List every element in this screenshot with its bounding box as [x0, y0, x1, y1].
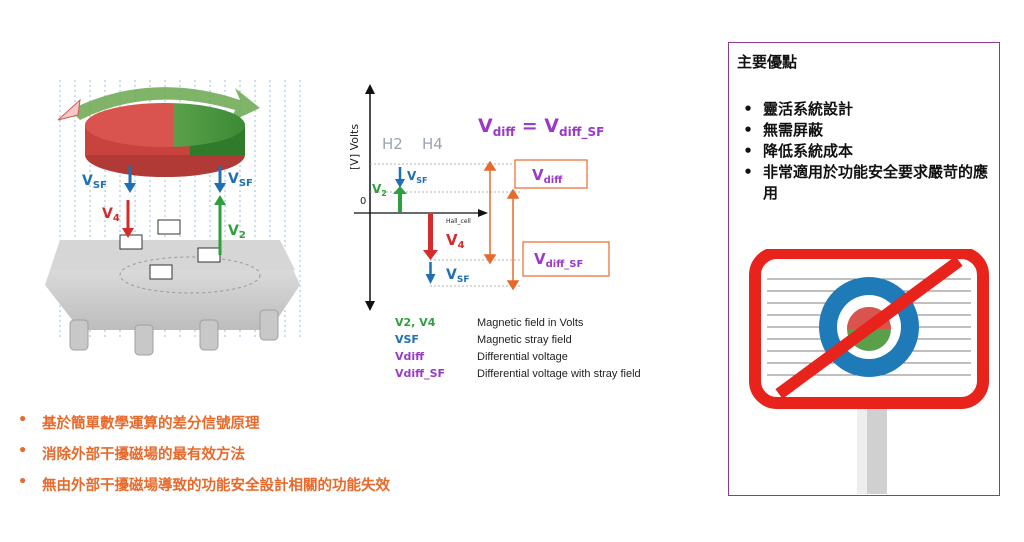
hall-label: Hall_cell [446, 218, 471, 225]
legend-row: Vdiff_SF Differential voltage with stray … [395, 365, 695, 382]
voltage-diagram: Vdiff = Vdiff_SF [V] Volts 0 Hall_cell H… [348, 84, 610, 311]
sensor-v4: V4 [102, 206, 120, 224]
panel-title: 主要優點 [737, 53, 798, 71]
sensor-vsf-left: VSF [82, 173, 107, 191]
y-axis [365, 84, 375, 311]
svg-text:Vdiff_SF: Vdiff_SF [534, 250, 583, 270]
advantage-item: •降低系統成本 [743, 142, 854, 160]
legend-row: V2, V4 Magnetic field in Volts [395, 314, 695, 331]
svg-text:Vdiff: Vdiff [532, 166, 563, 186]
vsf-top-label: VSF [407, 169, 428, 185]
bullet-item: •基於簡單數學運算的差分信號原理 [18, 412, 260, 432]
advantage-item: •無需屏蔽 [743, 121, 824, 139]
legend-text: Differential voltage with stray field [477, 367, 641, 380]
bullet-item: •消除外部干擾磁場的最有效方法 [18, 443, 245, 463]
sensor-illustration: VSF VSF V4 V2 [45, 80, 301, 356]
vdiffsf-box [522, 241, 610, 277]
sensor-vsf-right: VSF [228, 171, 253, 189]
sensor-v2: V2 [228, 223, 246, 241]
advantage-item: •靈活系統設計 [743, 100, 854, 118]
v4-label: V4 [446, 231, 465, 251]
legend-symbol: Vdiff [395, 350, 425, 363]
advantages-list: •靈活系統設計 •無需屏蔽 •降低系統成本 •非常適用於功能安全要求嚴苛的應用 [733, 99, 993, 204]
zero-label: 0 [360, 196, 366, 207]
legend-text: Magnetic field in Volts [477, 316, 584, 329]
axis-label: [V] Volts [348, 124, 361, 170]
vsf-bottom-label: VSF [446, 267, 469, 285]
legend-symbol: Vdiff_SF [395, 367, 446, 380]
chip-package [45, 219, 300, 356]
bullet-item: •無由外部干擾磁場導致的功能安全設計相關的功能失效 [18, 474, 390, 494]
rotation-arrow [70, 87, 260, 122]
magnet-disc [85, 103, 245, 177]
legend-text: Magnetic stray field [477, 333, 572, 346]
legend-row: Vdiff Differential voltage [395, 348, 695, 365]
formula: Vdiff = Vdiff_SF [478, 115, 604, 140]
legend-symbol: V2, V4 [395, 316, 436, 329]
h4-label: H4 [422, 135, 443, 153]
legend-row: VSF Magnetic stray field [395, 331, 695, 348]
legend-symbol: VSF [395, 333, 419, 346]
no-shielding-sign [749, 249, 989, 494]
advantage-item: •非常適用於功能安全要求嚴苛的應用 [743, 163, 989, 202]
advantages-panel: 主要優點 •靈活系統設計 •無需屏蔽 •降低系統成本 •非常適用於功能安全要求嚴… [728, 42, 1000, 496]
sensor-arrows [122, 165, 226, 255]
summary-bullets: •基於簡單數學運算的差分信號原理 •消除外部干擾磁場的最有效方法 •無由外部干擾… [18, 412, 578, 505]
vdiff-box [514, 159, 588, 189]
legend-text: Differential voltage [477, 350, 568, 363]
h2-label: H2 [382, 135, 403, 153]
v2-label: V2 [372, 182, 387, 198]
